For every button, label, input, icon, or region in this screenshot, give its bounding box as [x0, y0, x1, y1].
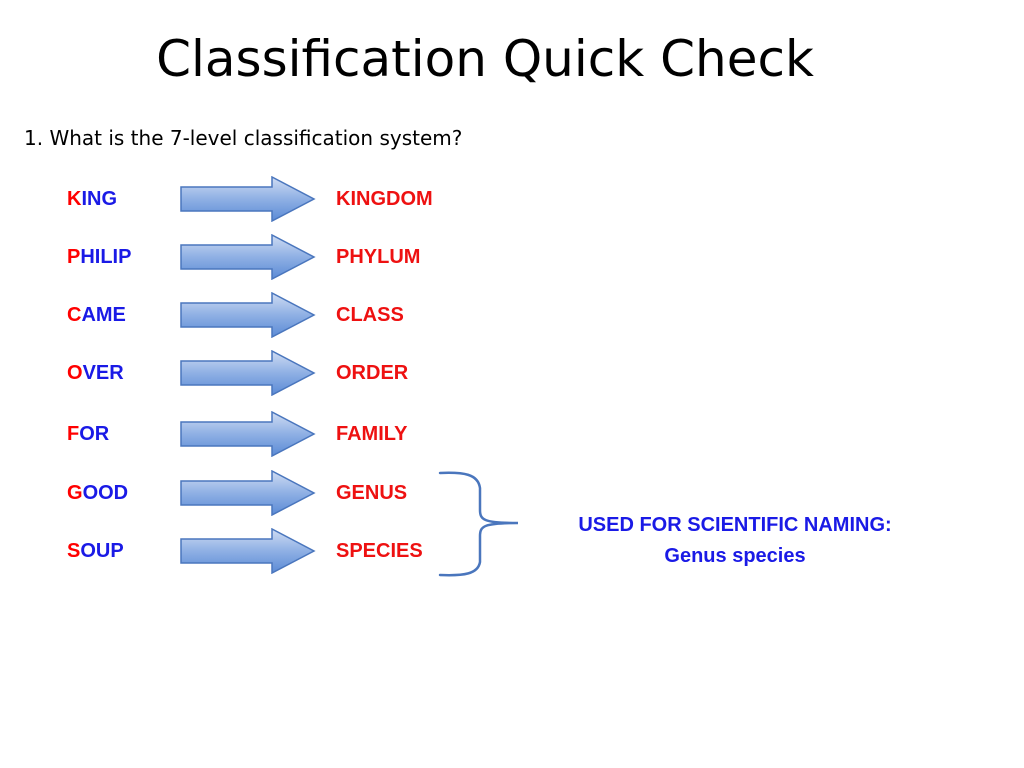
- right-arrow-icon: [180, 292, 316, 338]
- mnemonic-word: KING: [67, 188, 118, 210]
- row-genus: GOOD GENUS: [0, 470, 1024, 520]
- row-class: CAME CLASS: [0, 292, 1024, 342]
- right-arrow-icon: [180, 350, 316, 396]
- note-line-2: Genus species: [664, 545, 806, 567]
- mnemonic-word: FOR: [67, 423, 110, 445]
- slide-title: Classification Quick Check: [156, 30, 814, 88]
- scientific-naming-note: USED FOR SCIENTIFIC NAMING: Genus specie…: [540, 510, 930, 572]
- note-line-1: USED FOR SCIENTIFIC NAMING:: [578, 514, 892, 536]
- rank-label: FAMILY: [336, 423, 408, 445]
- rank-label: ORDER: [336, 362, 409, 384]
- rank-label: GENUS: [336, 482, 408, 504]
- mnemonic-word: SOUP: [67, 540, 124, 562]
- right-curly-brace-icon: [438, 471, 519, 577]
- row-order: OVER ORDER: [0, 350, 1024, 400]
- right-arrow-icon: [180, 234, 316, 280]
- row-kingdom: KING KINGDOM: [0, 176, 1024, 226]
- right-arrow-icon: [180, 411, 316, 457]
- rank-label: PHYLUM: [336, 246, 421, 268]
- right-arrow-icon: [180, 528, 316, 574]
- right-arrow-icon: [180, 176, 316, 222]
- row-species: SOUP SPECIES: [0, 528, 1024, 578]
- question-text: 1. What is the 7-level classification sy…: [24, 126, 463, 150]
- rank-label: KINGDOM: [336, 188, 433, 210]
- mnemonic-word: PHILIP: [67, 246, 132, 268]
- mnemonic-word: GOOD: [67, 482, 129, 504]
- right-arrow-icon: [180, 470, 316, 516]
- row-family: FOR FAMILY: [0, 411, 1024, 461]
- rank-label: CLASS: [336, 304, 404, 326]
- mnemonic-word: CAME: [67, 304, 126, 326]
- row-phylum: PHILIP PHYLUM: [0, 234, 1024, 284]
- mnemonic-word: OVER: [67, 362, 124, 384]
- rank-label: SPECIES: [336, 540, 423, 562]
